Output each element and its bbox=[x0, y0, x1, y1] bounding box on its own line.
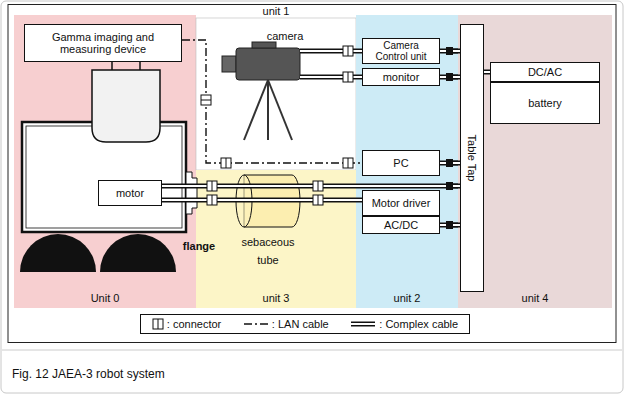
box-label: Table Tap bbox=[466, 135, 478, 182]
box-label: monitor bbox=[383, 71, 420, 83]
part-label: flange bbox=[178, 236, 220, 254]
device-box: battery bbox=[490, 82, 600, 124]
legend-text: : LAN cable bbox=[272, 318, 329, 330]
diagram-frame bbox=[8, 5, 616, 343]
unit-zone: Unit 0 Gamma imaging and measuring device… bbox=[14, 15, 196, 308]
plug-symbol bbox=[446, 159, 458, 167]
gamma-detector bbox=[92, 70, 160, 142]
camera-viewfinder bbox=[252, 42, 276, 48]
legend-item: : Complex cable bbox=[350, 318, 458, 330]
complex-cable-core bbox=[162, 199, 362, 201]
box-label: motor bbox=[116, 187, 144, 199]
box-label: battery bbox=[528, 97, 562, 109]
tripod-leg bbox=[268, 80, 292, 140]
power-strip: Table Tap bbox=[460, 24, 484, 292]
part-label: camera bbox=[258, 26, 312, 44]
part-label-text: flange bbox=[183, 240, 215, 252]
flange-symbol bbox=[186, 172, 197, 214]
lan-cable-sample bbox=[244, 323, 268, 324]
tripod-leg bbox=[267, 80, 269, 140]
figure-caption: Fig. 12 JAEA-3 robot system bbox=[12, 367, 165, 381]
device-box: Camera Control unit bbox=[362, 38, 440, 64]
legend-sample bbox=[350, 318, 376, 330]
legend-sample bbox=[152, 318, 164, 330]
box-label: Motor driver bbox=[372, 197, 431, 209]
plug-symbol bbox=[446, 47, 458, 55]
unit-zone-fill bbox=[196, 18, 356, 170]
unit-zone: unit 4 Table Tap DC/AC battery bbox=[458, 15, 612, 308]
complex-cable-core bbox=[351, 323, 375, 325]
connector-symbol bbox=[157, 319, 158, 329]
cable-group bbox=[162, 200, 362, 201]
unit-zone: unit 2 Camera Control unit monitorPC Motor … bbox=[356, 15, 458, 308]
box-label: PC bbox=[393, 157, 408, 169]
connector-symbol bbox=[207, 195, 217, 205]
unit-label: Unit 0 bbox=[91, 292, 120, 304]
legend-sample bbox=[243, 318, 269, 330]
connector-symbol bbox=[343, 158, 353, 168]
mount-line bbox=[139, 62, 141, 70]
plug-symbol bbox=[446, 221, 458, 229]
cable-group bbox=[182, 40, 362, 163]
unit-zone-fill bbox=[458, 15, 612, 308]
box-label: Gamma imaging and measuring device bbox=[28, 31, 178, 55]
part-label-text: camera bbox=[267, 30, 304, 42]
part-label-text: sebaceous tube bbox=[241, 236, 294, 266]
complex-cable bbox=[162, 198, 362, 203]
plug-symbol bbox=[446, 182, 458, 190]
legend-text: : connector bbox=[167, 318, 221, 330]
box-label: AC/DC bbox=[384, 219, 418, 231]
device-box: Gamma imaging and measuring device bbox=[24, 24, 182, 62]
camera-body bbox=[236, 48, 300, 80]
motor-box: motor bbox=[98, 180, 162, 206]
connector-symbol bbox=[221, 158, 231, 168]
box-label: Camera Control unit bbox=[366, 40, 436, 62]
caption-area: Fig. 12 JAEA-3 robot system bbox=[12, 364, 612, 382]
connector-symbol bbox=[343, 72, 353, 82]
complex-cable-sample bbox=[351, 322, 375, 327]
device-box: DC/AC bbox=[490, 62, 600, 82]
connector-symbol bbox=[201, 95, 211, 105]
legend-box: : connector : LAN cable : Complex cable bbox=[140, 314, 470, 334]
connector-symbol bbox=[343, 46, 353, 56]
device-box: AC/DC bbox=[362, 216, 440, 234]
legend-item: : connector bbox=[152, 318, 221, 330]
lan-cable bbox=[182, 40, 362, 163]
unit-label: unit 1 bbox=[263, 5, 290, 17]
legend-text: : Complex cable bbox=[379, 318, 458, 330]
unit-zone-fill bbox=[14, 15, 196, 308]
caption-rule bbox=[2, 350, 622, 351]
wheel bbox=[20, 234, 96, 272]
mount-line bbox=[111, 62, 113, 70]
camera-lens bbox=[222, 56, 236, 72]
box-label: DC/AC bbox=[528, 66, 562, 78]
plug-symbol bbox=[446, 73, 458, 81]
unit-label: unit 3 bbox=[263, 292, 290, 304]
tripod-leg bbox=[244, 80, 268, 140]
device-box: Motor driver bbox=[362, 190, 440, 216]
device-box: monitor bbox=[362, 68, 440, 86]
unit-label: unit 2 bbox=[394, 292, 421, 304]
device-box: PC bbox=[362, 150, 440, 176]
connector-symbol bbox=[313, 195, 323, 205]
legend-item: : LAN cable bbox=[243, 318, 329, 330]
wheel bbox=[100, 234, 176, 272]
part-label: sebaceous tube bbox=[232, 232, 304, 268]
connector-symbol bbox=[207, 181, 217, 191]
unit-label: unit 4 bbox=[522, 292, 549, 304]
connector-symbol bbox=[153, 319, 163, 329]
unit-zone-fill bbox=[196, 170, 356, 308]
connector-symbol bbox=[313, 181, 323, 191]
